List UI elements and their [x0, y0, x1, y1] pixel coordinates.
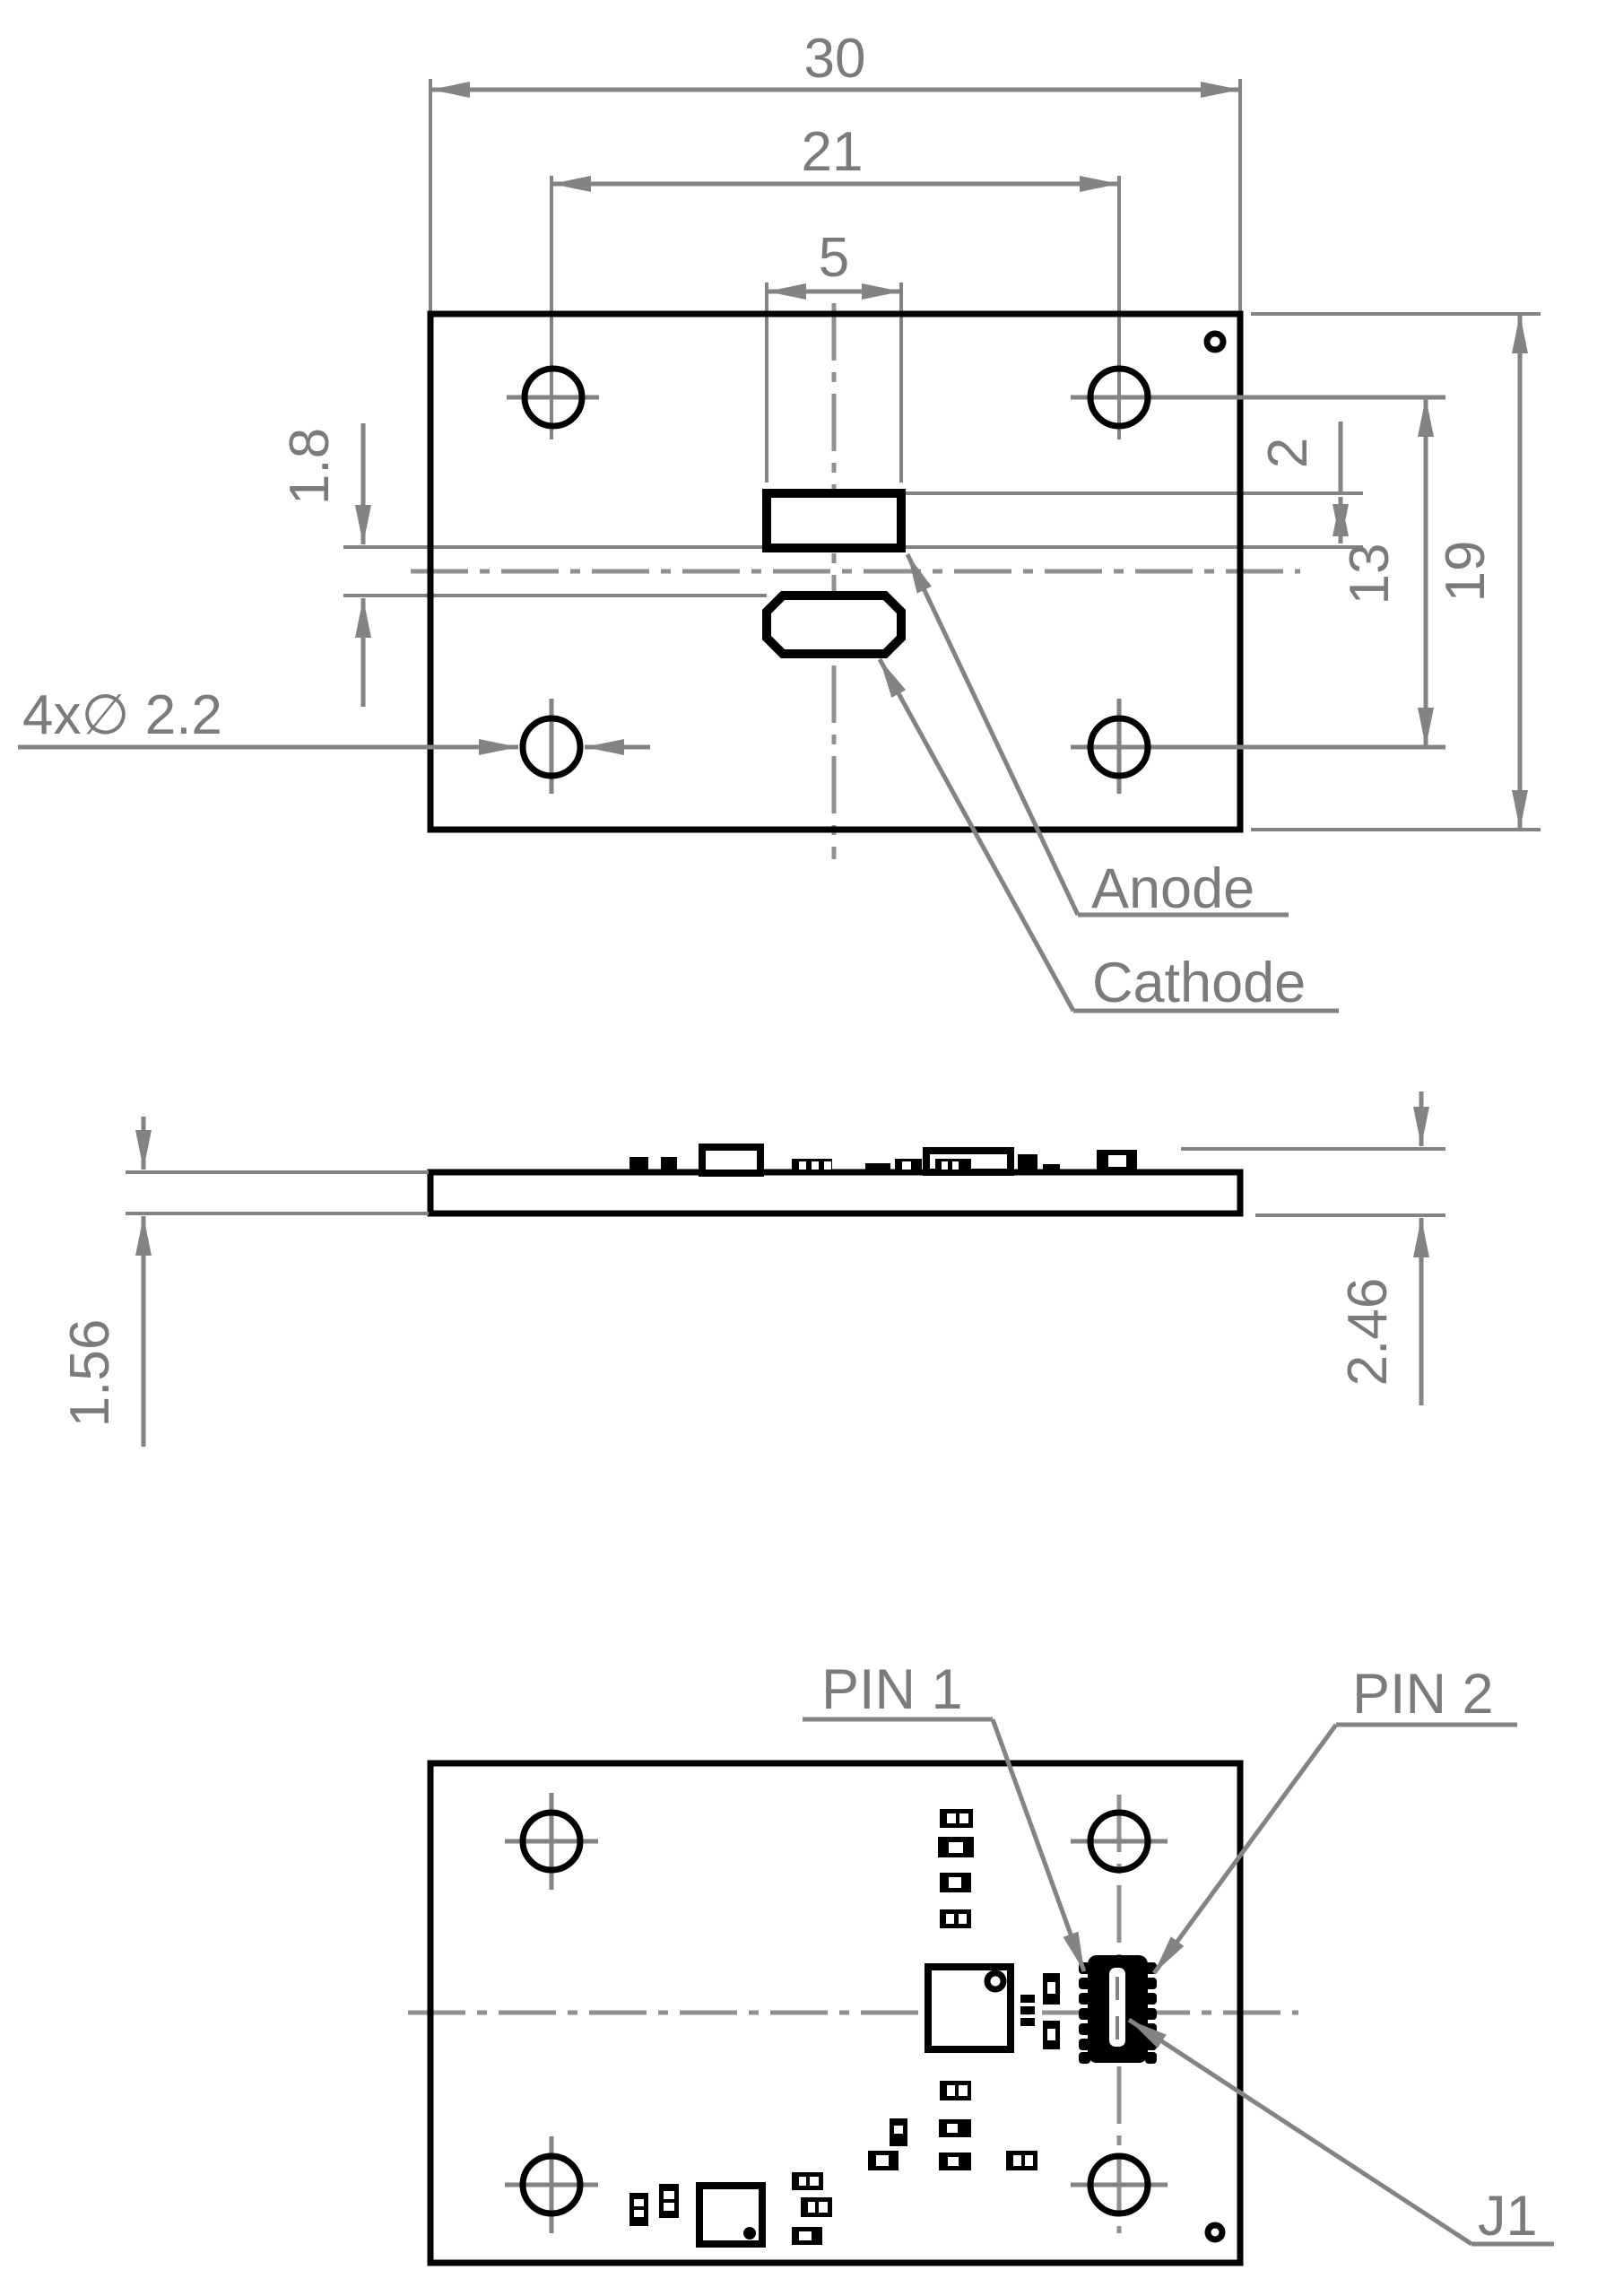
- mounting-hole: [1087, 715, 1151, 779]
- board-outline-bottom: [427, 1760, 1244, 2266]
- dim-label-19: 19: [1435, 541, 1497, 603]
- mounting-hole: [1087, 2152, 1151, 2217]
- extension-lines: [343, 79, 1541, 831]
- dim-label-5: 5: [819, 227, 849, 289]
- bottom-view: PIN 1 PIN 2 J1: [408, 1658, 1554, 2266]
- fiducial-mark-top: [1203, 330, 1227, 353]
- pin1-label: PIN 1: [821, 1658, 963, 1721]
- mounting-hole: [519, 1809, 584, 1874]
- smd-component: [1020, 1995, 1035, 2003]
- hole-callout-label: 4x∅ 2.2: [22, 684, 222, 746]
- dim-label-13: 13: [1339, 544, 1401, 605]
- smd-component: [661, 1157, 677, 1173]
- cathode-pad: [762, 591, 906, 658]
- smd-component: [659, 2184, 679, 2218]
- dim-label-1-8: 1.8: [279, 428, 341, 505]
- chip-pin1-dot: [984, 1970, 1007, 1993]
- board-profile: [427, 1169, 1244, 1217]
- pin1-annotation: PIN 1: [803, 1658, 1087, 1972]
- top-view: 30 21 5 1.8 2 13: [18, 28, 1541, 1014]
- anode-annotation: Anode: [905, 552, 1289, 920]
- dim-label-2: 2: [1257, 438, 1319, 468]
- dimension-pad-gap: 1.8: [279, 423, 371, 707]
- dim-label-1-56: 1.56: [59, 1319, 121, 1428]
- mounting-hole: [521, 365, 586, 430]
- smd-component: [1018, 1154, 1037, 1172]
- mounting-hole: [1087, 365, 1151, 430]
- dimension-hole-pitch-y: 13: [1339, 397, 1434, 747]
- dimension-overall-width: 30: [430, 28, 1240, 98]
- anode-pad: [762, 489, 906, 552]
- dimension-pad-height: 2: [1257, 422, 1349, 544]
- mounting-holes-bottom: [505, 1793, 1168, 2233]
- j1-connector: [1079, 1955, 1157, 2064]
- bottom-view-components: [629, 1809, 1060, 2248]
- dim-label-21: 21: [802, 121, 864, 183]
- dimension-hole-pitch-x: 21: [551, 121, 1119, 192]
- smd-component: [1020, 2006, 1035, 2014]
- anode-label: Anode: [1091, 857, 1254, 920]
- dim-label-30: 30: [804, 28, 866, 90]
- smd-component: [865, 1163, 890, 1172]
- board-outline-top: [427, 310, 1244, 833]
- mounting-holes-top: [507, 365, 1445, 794]
- cathode-label: Cathode: [1092, 952, 1306, 1014]
- j1-label: J1: [1478, 2185, 1538, 2248]
- pin2-label: PIN 2: [1352, 1663, 1494, 1726]
- mounting-hole: [519, 2152, 584, 2217]
- main-chip: [925, 1963, 1014, 2053]
- smd-component: [629, 1157, 648, 1173]
- dimension-overall-height: 19: [1435, 314, 1528, 830]
- cathode-annotation: Cathode: [877, 657, 1339, 1014]
- mounting-hole: [1087, 1809, 1151, 1874]
- side-view: 1.56 2.46: [59, 1091, 1445, 1447]
- dimension-pad-width: 5: [767, 227, 901, 300]
- fiducial-mark-bottom: [1204, 2222, 1226, 2243]
- smd-component: [1020, 2018, 1035, 2026]
- ic-component: [699, 1144, 764, 1177]
- chip-pin1-dot: [743, 2227, 756, 2239]
- j1-annotation: J1: [1127, 2017, 1554, 2248]
- smd-component: [1043, 1164, 1060, 1172]
- pin2-annotation: PIN 2: [1151, 1663, 1517, 1975]
- side-view-components: [629, 1144, 1137, 1177]
- hole-callout: 4x∅ 2.2: [18, 684, 650, 755]
- smd-component: [629, 2193, 648, 2226]
- j1-connector-slot: [1109, 1968, 1125, 2047]
- mounting-hole: [519, 715, 584, 779]
- dimension-board-thickness: 1.56: [59, 1117, 429, 1447]
- dimension-overall-side-height: 2.46: [1181, 1091, 1445, 1405]
- dim-label-2-46: 2.46: [1337, 1278, 1399, 1387]
